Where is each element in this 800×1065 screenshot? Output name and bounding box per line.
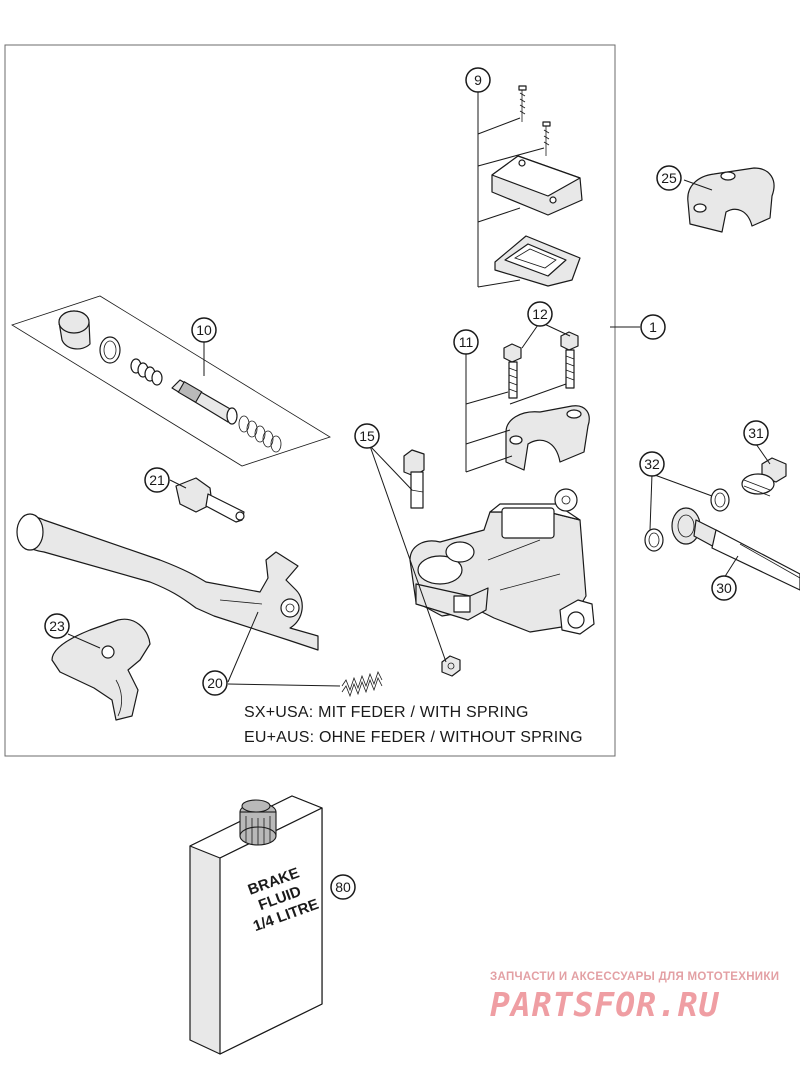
clamp-bolt-2 xyxy=(560,331,579,389)
svg-text:21: 21 xyxy=(149,472,165,488)
svg-text:9: 9 xyxy=(474,72,482,88)
master-cylinder-body xyxy=(409,488,595,635)
brake-lever xyxy=(16,513,319,651)
cap-screw-2 xyxy=(542,121,551,156)
reservoir-cap-group xyxy=(477,85,583,288)
piston-spring-small xyxy=(130,358,163,386)
svg-text:32: 32 xyxy=(644,456,660,472)
watermark-tagline: ЗАПЧАСТИ И АКСЕССУАРЫ ДЛЯ МОТОТЕХНИКИ xyxy=(490,971,780,983)
svg-text:12: 12 xyxy=(532,306,548,322)
callout-21: 21 xyxy=(144,467,170,493)
callout-11: 11 xyxy=(453,329,479,355)
callout-31: 31 xyxy=(743,420,769,446)
svg-text:23: 23 xyxy=(49,618,65,634)
callout-9: 9 xyxy=(465,67,491,93)
callout-12: 12 xyxy=(527,301,553,327)
callout-80: 80 xyxy=(330,874,356,900)
callout-30: 30 xyxy=(711,575,737,601)
piston-cup xyxy=(58,310,91,350)
callout-10: 10 xyxy=(191,317,217,343)
watermark-logo: PARTSFOR.RU xyxy=(490,985,720,1024)
svg-text:20: 20 xyxy=(207,675,223,691)
return-spring xyxy=(238,415,282,453)
svg-text:25: 25 xyxy=(661,170,677,186)
callout-15: 15 xyxy=(354,423,380,449)
handlebar-clamp xyxy=(505,405,590,471)
callout-23: 23 xyxy=(44,613,70,639)
sealing-washers xyxy=(644,473,730,552)
cap-screw-1 xyxy=(518,85,527,122)
reservoir-lid xyxy=(491,155,583,216)
pivot-bolt xyxy=(403,449,425,509)
spare-clamp xyxy=(683,167,775,233)
svg-text:15: 15 xyxy=(359,428,375,444)
brake-fluid-bottle xyxy=(189,795,323,1055)
lever-cover xyxy=(51,618,151,721)
svg-text:10: 10 xyxy=(196,322,212,338)
pivot-nut xyxy=(441,655,461,677)
callout-20: 20 xyxy=(202,670,228,696)
svg-text:1: 1 xyxy=(649,319,657,335)
spring-note-eu-aus: EU+AUS: OHNE FEDER / WITHOUT SPRING xyxy=(244,729,583,746)
lever-spring xyxy=(227,670,383,698)
banjo-bolt xyxy=(741,443,787,497)
piston xyxy=(171,379,238,425)
svg-text:30: 30 xyxy=(716,580,732,596)
brake-hose xyxy=(671,507,800,591)
callout-25: 25 xyxy=(656,165,682,191)
leader-20 xyxy=(227,611,259,683)
svg-text:11: 11 xyxy=(459,334,474,350)
callout-1: 1 xyxy=(640,314,666,340)
callout-32: 32 xyxy=(639,451,665,477)
circlip xyxy=(99,336,121,364)
diagram-frame xyxy=(4,44,616,757)
spring-note-sx-usa: SX+USA: MIT FEDER / WITH SPRING xyxy=(244,704,529,721)
reservoir-membrane xyxy=(494,235,581,287)
clamp-bolt-1 xyxy=(503,343,522,399)
master-cylinder-group xyxy=(409,321,640,635)
lever-adjuster xyxy=(169,477,245,523)
piston-kit-group xyxy=(11,295,331,467)
svg-text:80: 80 xyxy=(335,879,351,895)
svg-text:31: 31 xyxy=(748,425,764,441)
